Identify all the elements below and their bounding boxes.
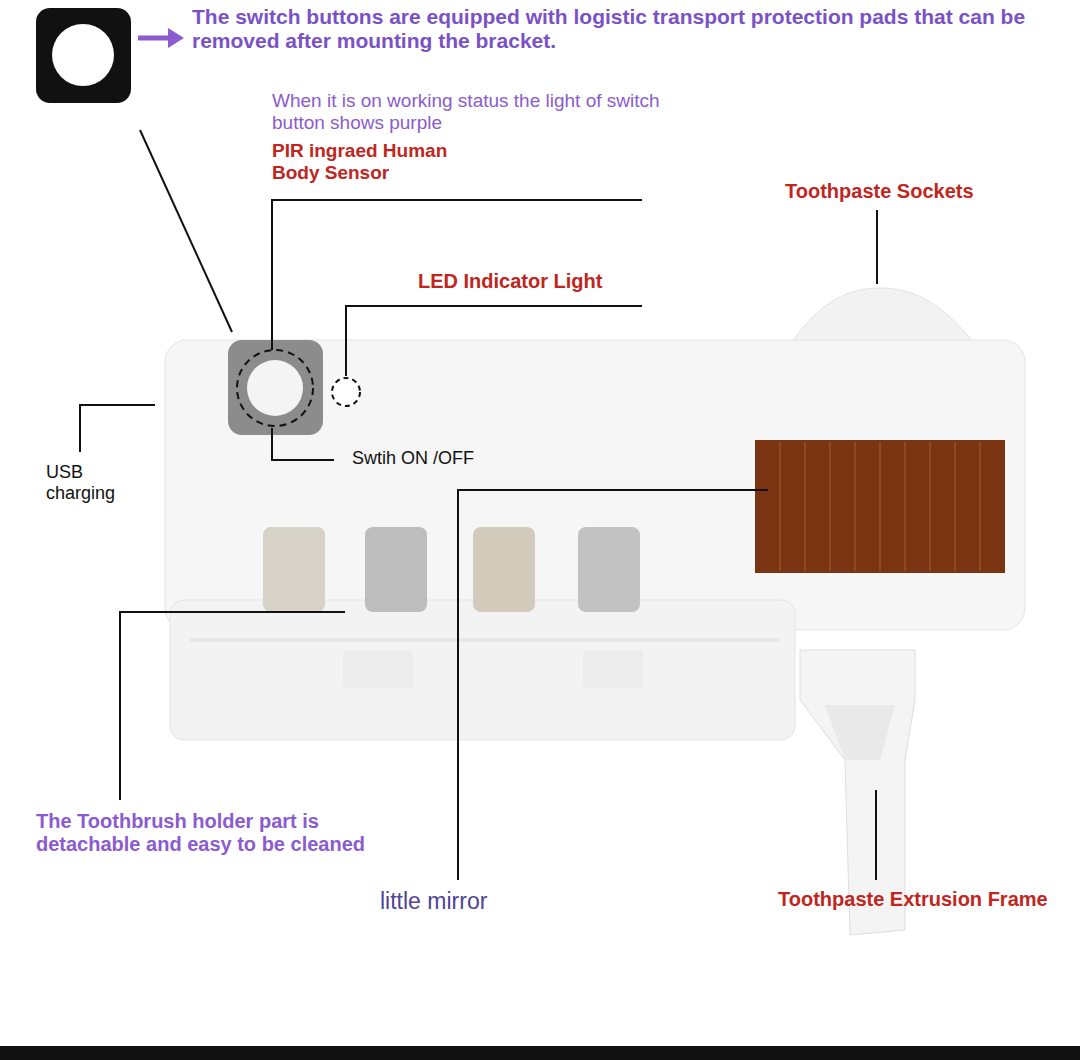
- switch-button: [247, 360, 303, 416]
- pad-hole: [52, 24, 114, 86]
- arrow-head: [168, 28, 184, 48]
- tray-edge: [190, 639, 780, 642]
- brush-clip: [343, 650, 413, 688]
- part-name: little mirror: [380, 888, 600, 914]
- brush-clip: [583, 650, 643, 688]
- leader-line: [140, 130, 232, 332]
- mirror-lines: [780, 442, 980, 571]
- led-indicator: [332, 378, 360, 406]
- extrusion-inner: [825, 705, 895, 760]
- part-name: PIR ingraed Human Body Sensor: [272, 140, 472, 184]
- part-name: LED Indicator Light: [418, 270, 658, 293]
- switch-housing: [228, 340, 323, 435]
- part-name: Toothpaste Extrusion Frame: [778, 888, 1048, 911]
- part-name: Toothpaste Sockets: [785, 180, 1045, 203]
- brush-slot: [263, 527, 325, 612]
- holder-tray: [170, 600, 795, 740]
- arrow-shaft: [138, 36, 170, 41]
- brush-slot: [578, 527, 640, 612]
- note: The switch buttons are equipped with log…: [192, 5, 1062, 53]
- switch-pad-icon: [36, 8, 131, 103]
- toothpaste-socket: [790, 288, 975, 345]
- device-body: [165, 340, 1025, 630]
- note: The Toothbrush holder part is detachable…: [36, 810, 406, 856]
- brush-slot: [473, 527, 535, 612]
- bottom-bar: [0, 1046, 1080, 1060]
- part-name: Swtih ON /OFF: [352, 448, 552, 469]
- brush-slot: [365, 527, 427, 612]
- switch-outline: [237, 350, 313, 426]
- note: When it is on working status the light o…: [272, 90, 662, 134]
- part-name: USB charging: [46, 462, 156, 503]
- mirror: [755, 440, 1005, 573]
- leader-lines: [80, 200, 877, 880]
